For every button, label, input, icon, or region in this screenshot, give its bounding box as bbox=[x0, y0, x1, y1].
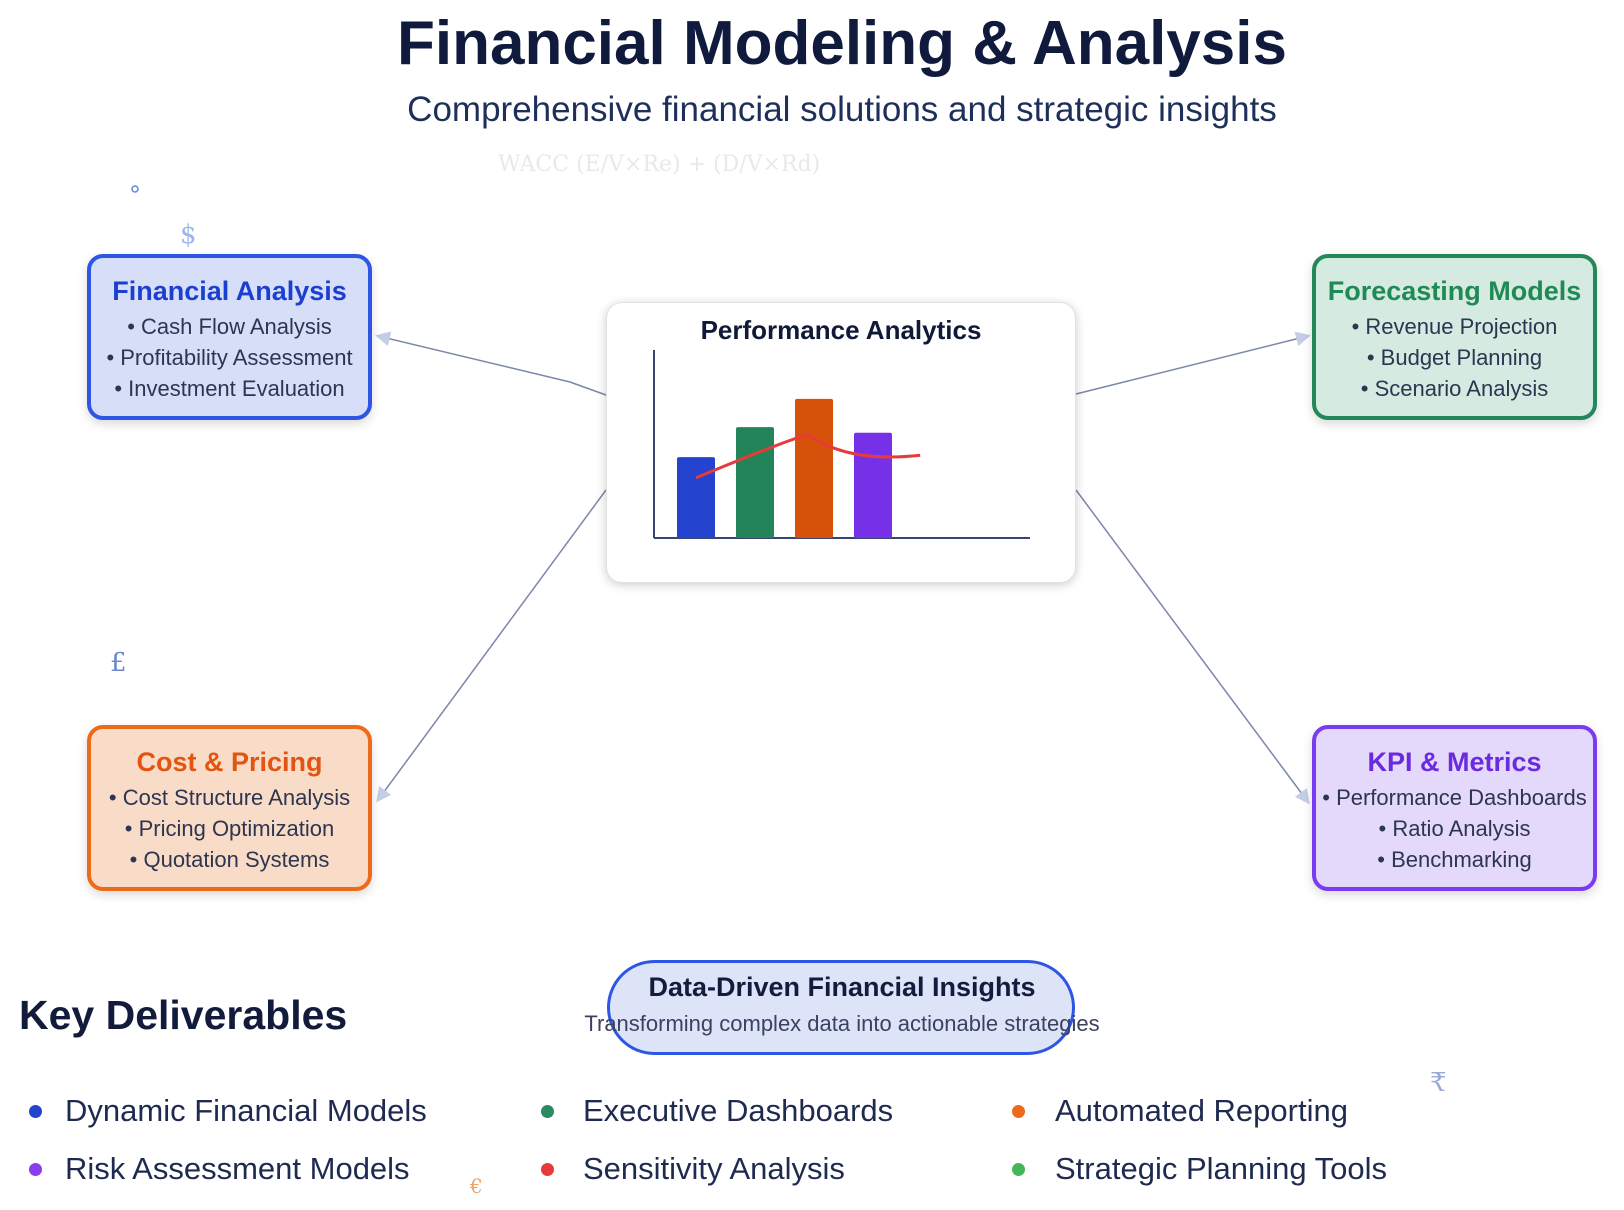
dollar-icon: $ bbox=[180, 220, 197, 250]
deliverable-item: Sensitivity Analysis bbox=[583, 1151, 845, 1186]
node-cost-pricing[interactable]: Cost & Pricing • Cost Structure Analysis… bbox=[87, 725, 372, 891]
node-title: Cost & Pricing bbox=[136, 747, 323, 777]
chart-bar bbox=[736, 427, 774, 538]
node-item: • Benchmarking bbox=[1377, 847, 1532, 872]
chart-bar bbox=[854, 432, 892, 538]
node-item: • Quotation Systems bbox=[129, 847, 330, 872]
page-title: Financial Modeling & Analysis bbox=[397, 9, 1287, 78]
deliverable-item: Strategic Planning Tools bbox=[1055, 1151, 1388, 1186]
insights-subtitle: Transforming complex data into actionabl… bbox=[584, 1011, 1100, 1036]
bullet-icon bbox=[1012, 1105, 1025, 1118]
node-item: • Cost Structure Analysis bbox=[108, 785, 351, 810]
node-title: KPI & Metrics bbox=[1367, 747, 1542, 777]
chart-title: Performance Analytics bbox=[700, 315, 982, 345]
node-item: • Budget Planning bbox=[1366, 345, 1543, 370]
node-item: • Ratio Analysis bbox=[1378, 816, 1531, 841]
connector-kpi-metrics bbox=[1075, 489, 1310, 805]
chart-bar bbox=[677, 457, 715, 538]
node-item: • Scenario Analysis bbox=[1360, 376, 1549, 401]
chart-bar bbox=[795, 398, 833, 538]
decorative-circle bbox=[131, 185, 139, 193]
node-item: • Revenue Projection bbox=[1351, 314, 1558, 339]
page-subtitle: Comprehensive financial solutions and st… bbox=[407, 90, 1277, 129]
trend-line bbox=[695, 432, 921, 480]
bullet-icon bbox=[541, 1163, 554, 1176]
node-title: Financial Analysis bbox=[112, 276, 347, 306]
node-title: Forecasting Models bbox=[1327, 276, 1582, 306]
node-kpi-metrics[interactable]: KPI & Metrics • Performance Dashboards •… bbox=[1312, 725, 1597, 891]
deliverable-item: Dynamic Financial Models bbox=[65, 1093, 427, 1128]
node-item: • Profitability Assessment bbox=[106, 345, 353, 370]
node-item: • Pricing Optimization bbox=[124, 816, 335, 841]
pound-icon: £ bbox=[110, 648, 127, 678]
bullet-icon bbox=[29, 1105, 42, 1118]
insights-title: Data-Driven Financial Insights bbox=[648, 972, 1036, 1002]
deliverable-item: Automated Reporting bbox=[1055, 1093, 1348, 1128]
bullet-icon bbox=[541, 1105, 554, 1118]
bar-chart bbox=[653, 350, 1030, 539]
bullet-icon bbox=[29, 1163, 42, 1176]
node-financial-analysis[interactable]: Financial Analysis • Cash Flow Analysis … bbox=[87, 254, 372, 420]
node-item: • Performance Dashboards bbox=[1322, 785, 1587, 810]
rupee-icon: ₹ bbox=[1430, 1068, 1447, 1098]
node-item: • Investment Evaluation bbox=[114, 376, 345, 401]
euro-icon: € bbox=[470, 1174, 483, 1198]
bullet-icon bbox=[1012, 1163, 1025, 1176]
performance-analytics-card: Performance Analytics bbox=[606, 302, 1076, 583]
insights-banner bbox=[607, 960, 1075, 1055]
node-item: • Cash Flow Analysis bbox=[127, 314, 332, 339]
connector-financial-analysis bbox=[375, 331, 607, 396]
deliverable-item: Risk Assessment Models bbox=[65, 1151, 410, 1186]
connector-cost-pricing bbox=[376, 489, 607, 803]
node-forecasting-models[interactable]: Forecasting Models • Revenue Projection … bbox=[1312, 254, 1597, 420]
deliverables-heading: Key Deliverables bbox=[19, 992, 348, 1038]
connector-forecasting-models bbox=[1075, 331, 1311, 395]
deliverable-item: Executive Dashboards bbox=[583, 1093, 894, 1128]
formula-watermark: WACC (E/V×Re) + (D/V×Rd) bbox=[498, 152, 821, 177]
